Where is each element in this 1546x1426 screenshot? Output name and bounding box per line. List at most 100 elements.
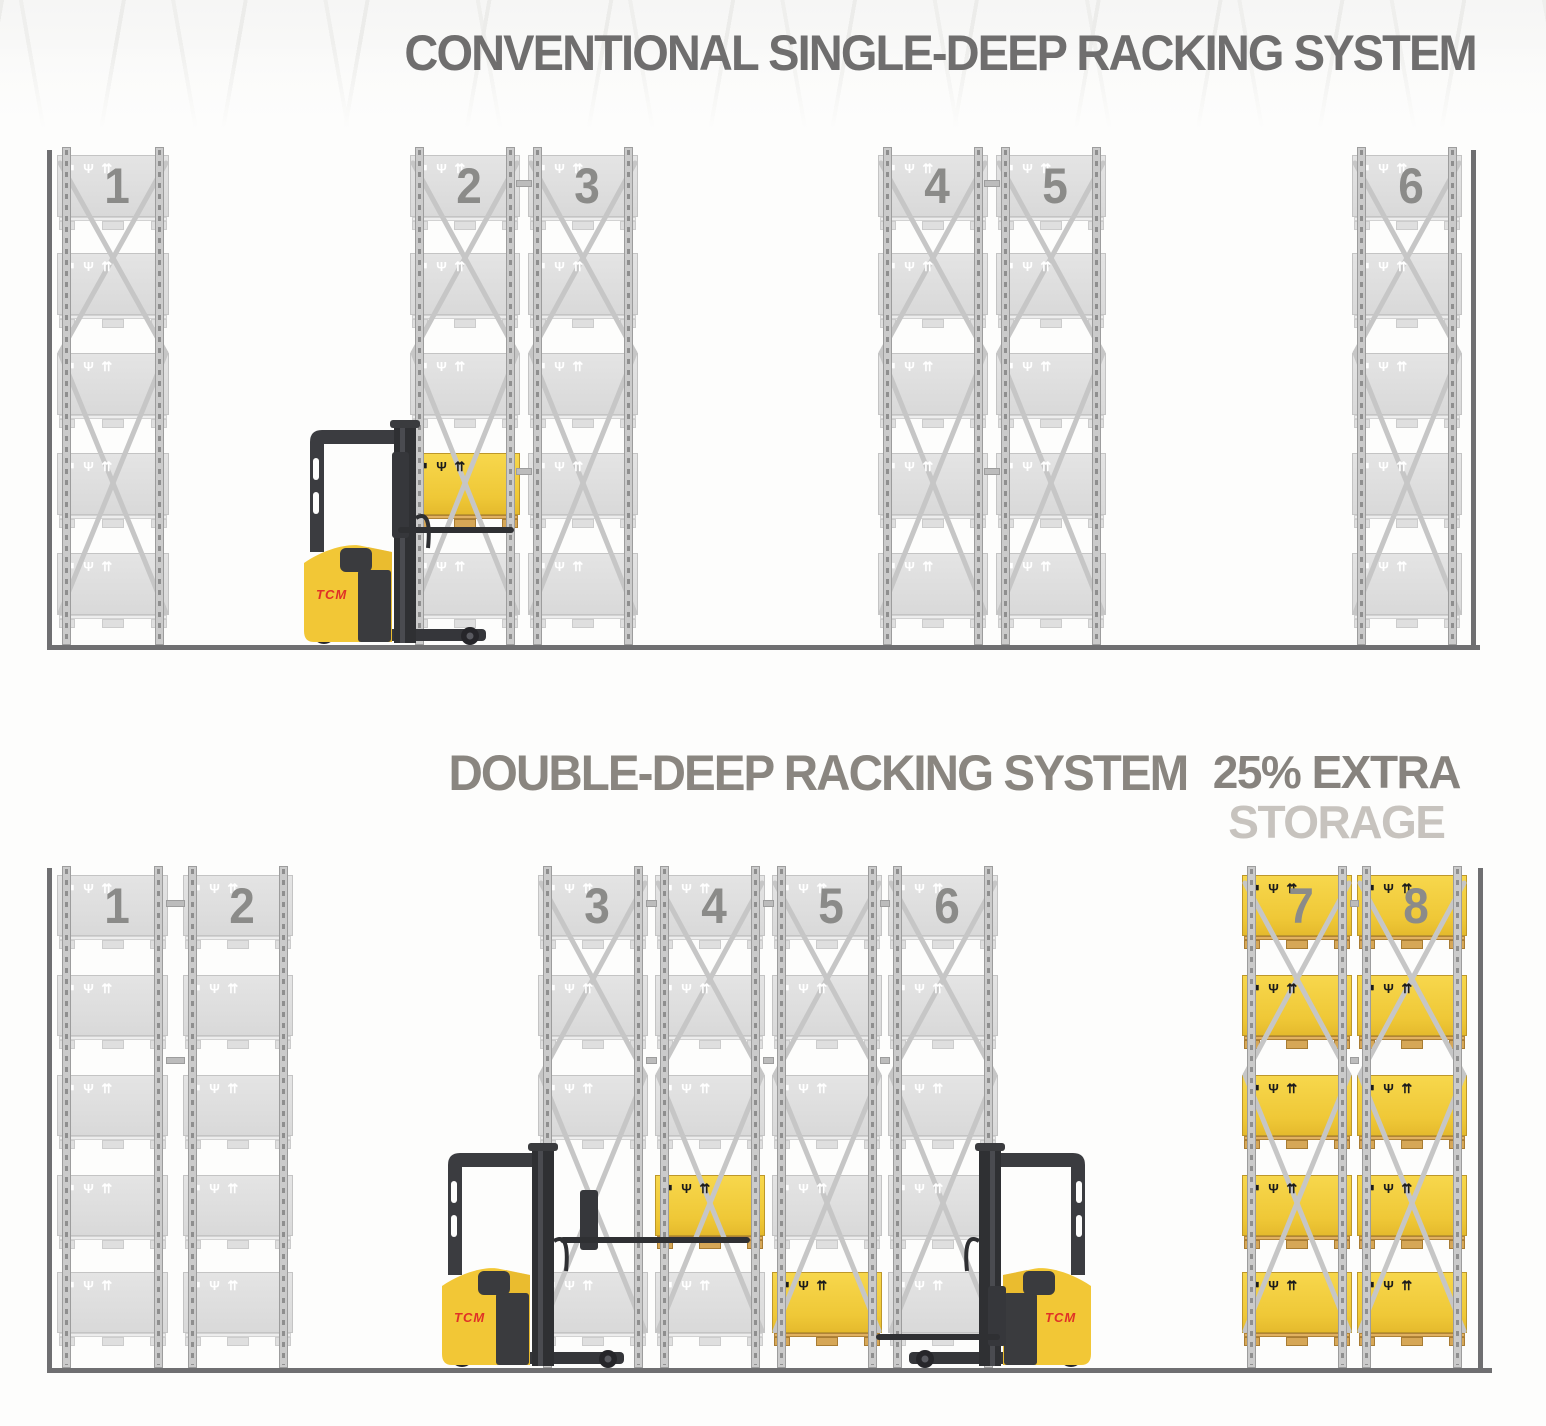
cross-bracing xyxy=(1352,155,1462,616)
forklift-overhead-guard xyxy=(993,1153,1085,1275)
rack-upright xyxy=(1338,866,1347,1368)
shipping-marks-icon: ⚑ Ψ ⇈ xyxy=(417,459,468,474)
pallet-box-gray xyxy=(996,453,1106,515)
pallet-board xyxy=(1359,1333,1465,1337)
pallet-box-gray xyxy=(410,253,520,315)
rack-upright xyxy=(1092,147,1101,645)
shipping-marks-icon: ⚑ Ψ ⇈ xyxy=(190,1081,241,1096)
pallet-box-yellow xyxy=(1242,1175,1352,1236)
pallet-block xyxy=(101,1337,124,1346)
forklift-overhead-guard xyxy=(310,430,402,552)
pallet-box-gray xyxy=(528,353,638,415)
pallet-block xyxy=(572,419,594,428)
warehouse-wall-right xyxy=(1478,868,1483,1372)
shipping-marks-icon: ⚑ Ψ ⇈ xyxy=(1364,1081,1415,1096)
pallet-board xyxy=(530,217,636,221)
shipping-marks-icon: ⚑ Ψ ⇈ xyxy=(64,1081,115,1096)
pallet-block xyxy=(582,1040,604,1049)
pallet-board xyxy=(890,936,996,940)
pallet-block xyxy=(454,419,476,428)
pallet-box-gray xyxy=(772,875,882,936)
pallet-board xyxy=(774,1136,880,1140)
rack-upright xyxy=(506,147,515,645)
shipping-marks-icon: ⚑ Ψ ⇈ xyxy=(1003,359,1054,374)
pallet-box-gray xyxy=(1352,553,1462,615)
shipping-marks-icon: ⚑ Ψ ⇈ xyxy=(190,1181,241,1196)
shipping-marks-icon: ⚑ Ψ ⇈ xyxy=(64,1181,115,1196)
rack-number-3: 3 xyxy=(574,158,600,214)
pallet-board xyxy=(1244,1136,1350,1140)
pallet-board xyxy=(185,936,291,940)
pallet-box-gray xyxy=(878,353,988,415)
pallet-block xyxy=(102,519,124,528)
pallet-board xyxy=(59,615,167,619)
rack-upright xyxy=(1001,147,1010,645)
shipping-marks-icon: ⚑ Ψ ⇈ xyxy=(1359,559,1410,574)
pallet-block xyxy=(1401,1240,1423,1249)
rack-number-6: 6 xyxy=(934,878,960,934)
rack-spacer-bar xyxy=(646,1057,657,1064)
rack-upright xyxy=(777,866,786,1368)
pallet-board xyxy=(890,1036,996,1040)
pallet-block xyxy=(102,619,124,628)
pallet-board xyxy=(998,515,1104,519)
pallet-block xyxy=(1401,1140,1423,1149)
pallet xyxy=(59,1136,166,1149)
shipping-marks-icon: ⚑ Ψ ⇈ xyxy=(1249,981,1300,996)
pallet-box-yellow xyxy=(1242,975,1352,1036)
pallet-board xyxy=(530,315,636,319)
shipping-marks-icon: ⚑ Ψ ⇈ xyxy=(1003,459,1054,474)
rack-spacer-bar xyxy=(516,180,532,187)
shipping-marks-icon: ⚑ Ψ ⇈ xyxy=(64,161,115,176)
pallet-board xyxy=(657,1333,763,1337)
pallet-block xyxy=(454,319,476,328)
pallet-board xyxy=(185,1333,291,1337)
shipping-marks-icon: ⚑ Ψ ⇈ xyxy=(535,559,586,574)
pallet-box-gray xyxy=(655,875,765,936)
pallet-block xyxy=(1286,1040,1308,1049)
pallet-box-gray xyxy=(655,975,765,1036)
pallet-block xyxy=(932,940,954,949)
pallet-block xyxy=(922,221,944,230)
wooden-pallet xyxy=(774,1333,880,1346)
shipping-marks-icon: ⚑ Ψ ⇈ xyxy=(1003,161,1054,176)
shipping-marks-icon: ⚑ Ψ ⇈ xyxy=(64,881,115,896)
pallet-board xyxy=(657,1036,763,1040)
pallet-block xyxy=(1286,1240,1308,1249)
shipping-marks-icon: ⚑ Ψ ⇈ xyxy=(1364,881,1415,896)
cross-bracing xyxy=(888,875,998,1334)
shipping-marks-icon: ⚑ Ψ ⇈ xyxy=(662,1181,713,1196)
pallet-board xyxy=(880,315,986,319)
pallet-board xyxy=(412,315,518,319)
pallet-block xyxy=(1286,940,1308,949)
pallet-box-gray xyxy=(57,353,169,415)
tcm-brand-logo: TCM xyxy=(454,1310,486,1325)
pallet-box-gray xyxy=(878,253,988,315)
pallet-block xyxy=(227,940,249,949)
cross-bracing xyxy=(1357,875,1467,1334)
single-deep-section-title: CONVENTIONAL SINGLE-DEEP RACKING SYSTEM xyxy=(404,25,1478,81)
shipping-marks-icon: ⚑ Ψ ⇈ xyxy=(1364,1278,1415,1293)
fork-arm xyxy=(876,1334,1000,1340)
extra-storage-word: STORAGE xyxy=(1228,795,1446,848)
pallet-board xyxy=(1244,1236,1350,1240)
pallet-box-gray xyxy=(183,1272,293,1333)
pallet-block xyxy=(1040,519,1062,528)
forklift-overhead-guard xyxy=(448,1153,540,1275)
rack-upright xyxy=(893,866,902,1368)
rack-number-1: 1 xyxy=(104,158,130,214)
warehouse-floor xyxy=(47,645,1480,650)
pallet-board xyxy=(880,217,986,221)
rack-spacer-bar xyxy=(984,468,1000,475)
shipping-marks-icon: ⚑ Ψ ⇈ xyxy=(1249,1181,1300,1196)
shipping-marks-icon: ⚑ Ψ ⇈ xyxy=(1364,981,1415,996)
shipping-marks-icon: ⚑ Ψ ⇈ xyxy=(535,161,586,176)
pallet-board xyxy=(1359,1136,1465,1140)
shipping-marks-icon: ⚑ Ψ ⇈ xyxy=(190,981,241,996)
pallet-board xyxy=(880,415,986,419)
shipping-marks-icon: ⚑ Ψ ⇈ xyxy=(545,981,596,996)
pallet-board xyxy=(59,217,167,221)
pallet-block xyxy=(101,1240,124,1249)
pallet-block xyxy=(227,1337,249,1346)
